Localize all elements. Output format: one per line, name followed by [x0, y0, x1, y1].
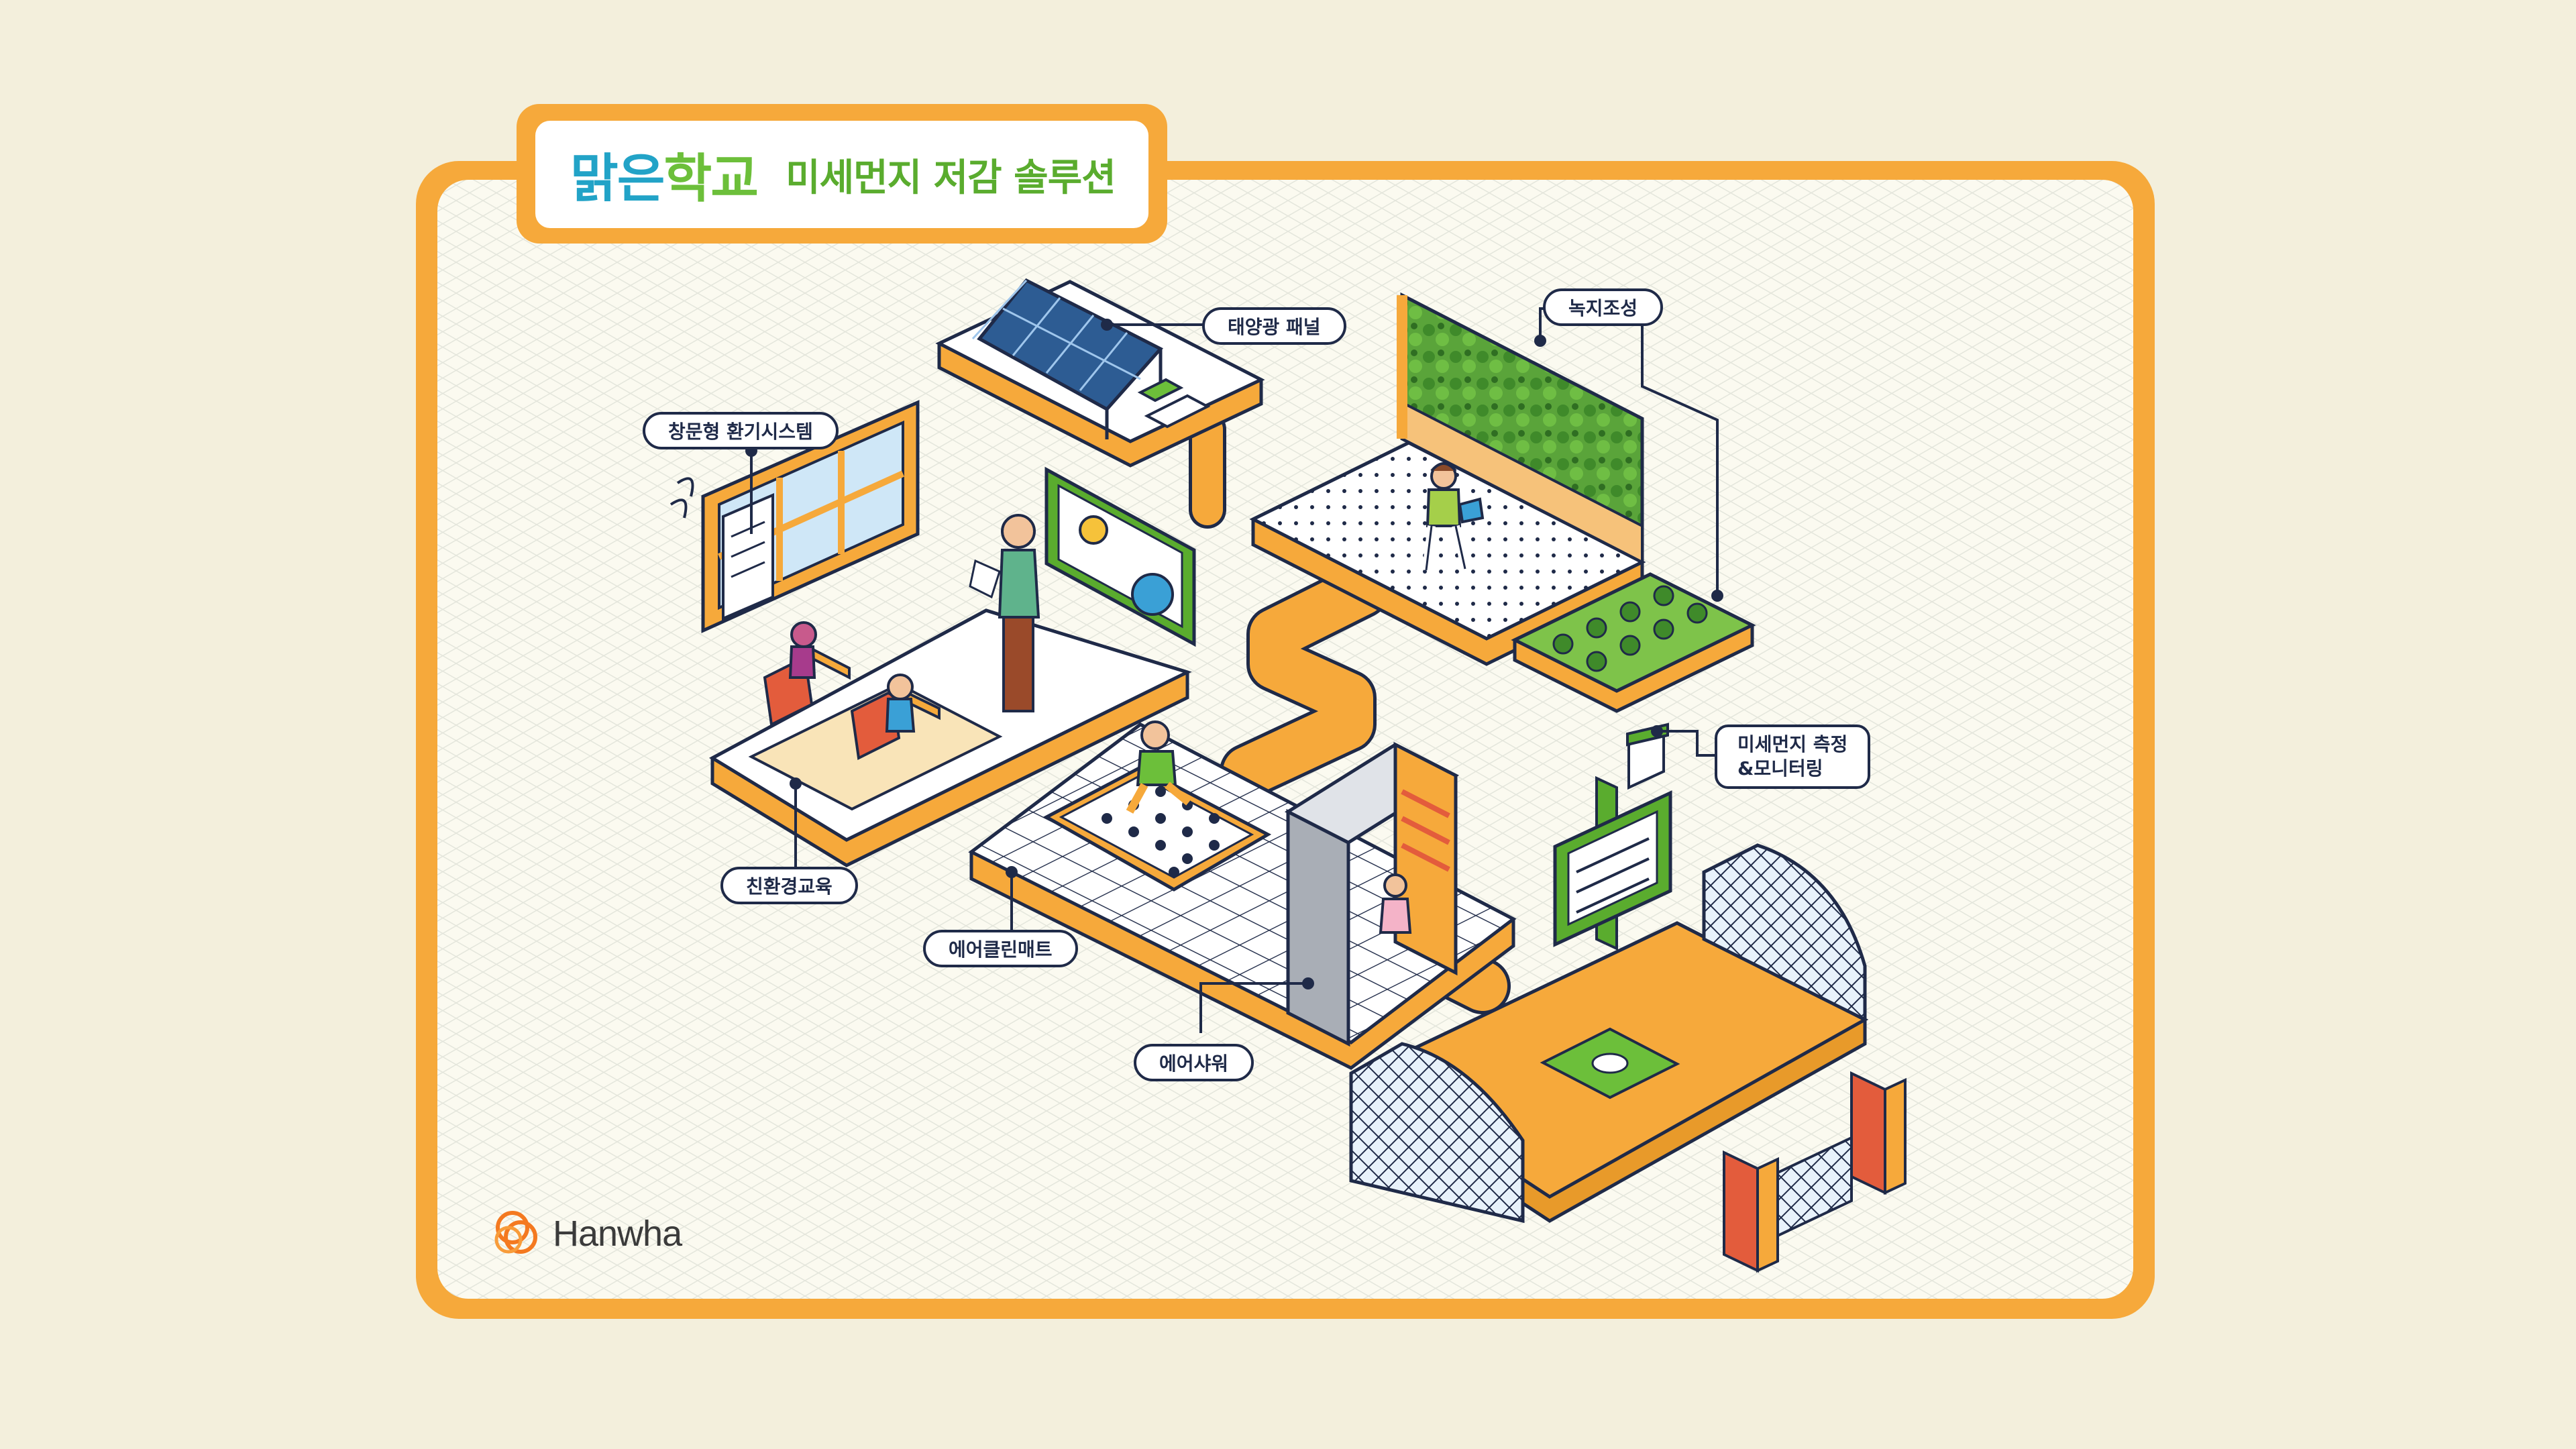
- entrance-platform: [968, 720, 1517, 1070]
- solar-panel-platform: [935, 278, 1265, 468]
- label-dust-monitoring: 미세먼지 측정 &모니터링: [1715, 724, 1871, 789]
- leader-dots: [745, 319, 1723, 989]
- title-card: 맑은학교 미세먼지 저감 솔루션: [535, 121, 1148, 228]
- hanwha-tri-circle-icon: [494, 1211, 537, 1254]
- label-green-space: 녹지조성: [1543, 288, 1664, 326]
- brand-logo: 맑은학교: [570, 137, 759, 212]
- label-window-ventilation: 창문형 환기시스템: [643, 412, 839, 449]
- illustration-canvas: [437, 180, 2133, 1299]
- monitoring-station: [1553, 722, 1672, 951]
- label-solar-panel: 태양광 패널: [1202, 307, 1346, 345]
- schoolyard: [1349, 843, 1907, 1273]
- hanwha-logo: Hanwha: [486, 1203, 682, 1264]
- label-air-shower: 에어샤워: [1134, 1044, 1254, 1081]
- green-space-platform: [1249, 292, 1756, 713]
- label-eco-education: 친환경교육: [720, 867, 858, 904]
- page-title: 미세먼지 저감 솔루션: [786, 156, 1116, 200]
- brand-part-2: 학교: [663, 149, 759, 209]
- label-air-clean-mat: 에어클린매트: [923, 930, 1078, 967]
- leader-lines: [750, 307, 1719, 1033]
- brand-part-1: 맑은: [570, 149, 665, 209]
- classroom-platform: [669, 400, 1196, 867]
- hanwha-logo-text: Hanwha: [553, 1214, 682, 1254]
